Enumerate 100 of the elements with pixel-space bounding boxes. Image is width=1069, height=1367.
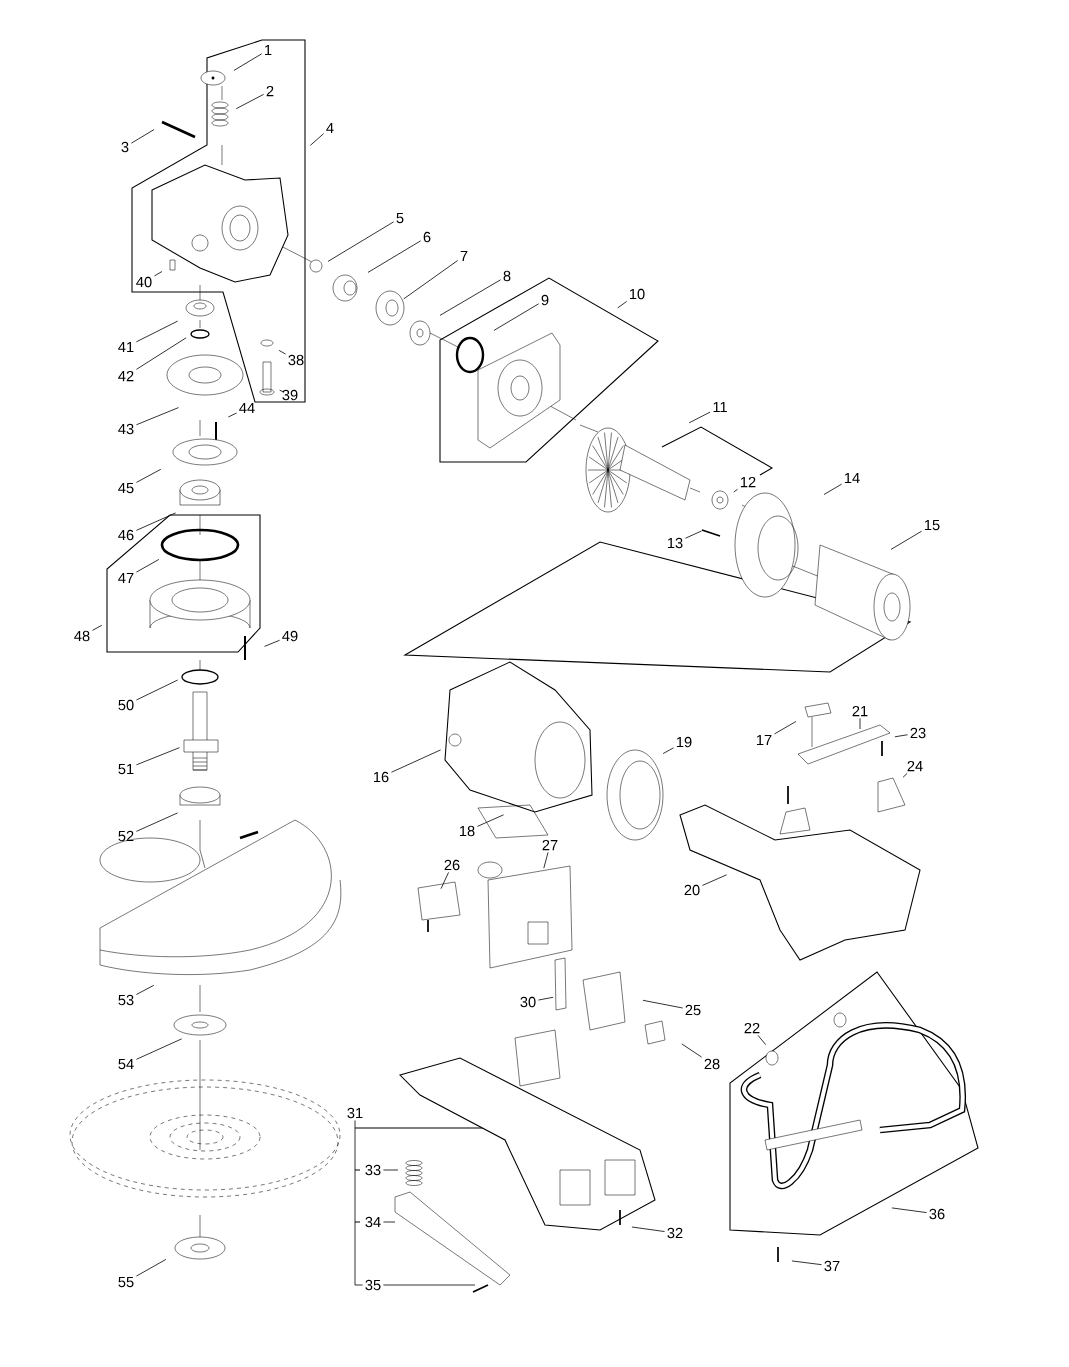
leader-line <box>383 1221 396 1223</box>
leader-line <box>136 1038 182 1060</box>
leader-line <box>774 721 797 735</box>
leader-line <box>136 320 179 343</box>
leader-line <box>136 512 176 531</box>
leader-line <box>617 301 628 309</box>
leader-line <box>233 53 263 71</box>
callout-number: 18 <box>459 825 475 837</box>
leader-line <box>279 389 284 393</box>
callout-number: 6 <box>423 231 431 243</box>
leader-line <box>891 1207 927 1213</box>
leader-line <box>136 679 179 701</box>
leader-line <box>235 93 265 110</box>
leader-line <box>823 483 842 495</box>
leader-line <box>136 812 178 832</box>
leader-line <box>757 1035 766 1045</box>
leader-line <box>278 350 286 355</box>
callout-number: 5 <box>396 212 404 224</box>
callout-number: 16 <box>373 771 389 783</box>
callout-number: 19 <box>676 736 692 748</box>
callout-number: 48 <box>74 630 90 642</box>
callout-number: 37 <box>824 1260 840 1272</box>
callout-number: 9 <box>541 294 549 306</box>
callout-number: 22 <box>744 1022 760 1034</box>
leader-line <box>440 872 449 890</box>
callout-number: 41 <box>118 341 134 353</box>
callout-number: 20 <box>684 884 700 896</box>
leader-line <box>383 1169 399 1171</box>
callout-number: 1 <box>265 44 272 56</box>
callout-number: 13 <box>667 537 683 549</box>
leader-line <box>136 407 179 426</box>
callout-number: 54 <box>118 1058 134 1070</box>
callout-number: 26 <box>444 859 460 871</box>
callout-number: 2 <box>266 85 274 97</box>
leader-line <box>702 874 727 886</box>
callout-number: 43 <box>118 423 134 435</box>
callout-number: 36 <box>929 1208 945 1220</box>
callout-number: 21 <box>852 705 868 717</box>
callout-number: 28 <box>704 1058 720 1070</box>
callout-number: 45 <box>118 482 134 494</box>
leader-line <box>859 718 861 730</box>
leader-line <box>894 734 908 738</box>
leader-line <box>136 1259 167 1277</box>
callout-number: 12 <box>740 476 756 488</box>
callout-number: 34 <box>365 1216 381 1228</box>
callout-number: 53 <box>118 994 134 1006</box>
leader-line <box>136 559 160 573</box>
leader-line <box>631 1226 665 1232</box>
callout-number: 32 <box>667 1227 683 1239</box>
callout-number: 31 <box>347 1107 363 1119</box>
leader-line <box>136 468 162 483</box>
leader-line <box>327 221 395 262</box>
leader-line <box>791 1260 822 1266</box>
leader-line <box>227 412 237 418</box>
callout-number: 15 <box>924 519 940 531</box>
callout-number: 38 <box>288 354 304 366</box>
callout-number: 40 <box>136 276 152 288</box>
leader-line <box>685 530 702 539</box>
leader-line <box>477 814 504 827</box>
callout-number: 3 <box>121 141 129 153</box>
leader-line <box>733 488 738 493</box>
callout-number: 33 <box>365 1164 381 1176</box>
leader-line <box>136 747 180 766</box>
leader-line <box>391 749 441 773</box>
callout-number: 44 <box>239 402 255 414</box>
callout-number: 39 <box>282 389 298 401</box>
callout-number: 55 <box>118 1276 134 1288</box>
leader-line <box>688 411 711 424</box>
leader-line <box>367 240 422 273</box>
callout-number: 49 <box>282 630 298 642</box>
callout-number: 52 <box>118 830 134 842</box>
callout-number: 42 <box>118 370 134 382</box>
leader-line <box>309 133 325 146</box>
callout-number: 11 <box>713 401 727 413</box>
callout-number: 17 <box>756 734 772 746</box>
leader-line <box>902 773 908 778</box>
leader-line <box>136 984 155 995</box>
callout-number: 4 <box>326 122 334 134</box>
callout-number: 25 <box>685 1004 701 1016</box>
callout-number: 24 <box>907 760 923 772</box>
leader-line <box>543 852 549 869</box>
callout-number: 46 <box>118 529 134 541</box>
callout-number: 23 <box>910 727 926 739</box>
leader-line <box>642 999 683 1009</box>
leader-line <box>136 337 187 370</box>
leader-line <box>403 260 459 300</box>
callout-number: 14 <box>844 472 860 484</box>
leader-line <box>92 624 103 631</box>
leader-line <box>439 279 502 316</box>
leader-line <box>383 1284 476 1286</box>
callout-number: 8 <box>503 270 511 282</box>
callout-number: 27 <box>542 839 558 851</box>
leader-line <box>264 639 280 647</box>
group-bracket <box>354 1120 363 1286</box>
leader-line <box>130 129 155 144</box>
callout-number: 50 <box>118 699 134 711</box>
callout-number: 30 <box>520 996 536 1008</box>
callout-number: 51 <box>118 763 134 775</box>
leader-line <box>890 530 922 550</box>
callout-number: 35 <box>365 1279 381 1291</box>
